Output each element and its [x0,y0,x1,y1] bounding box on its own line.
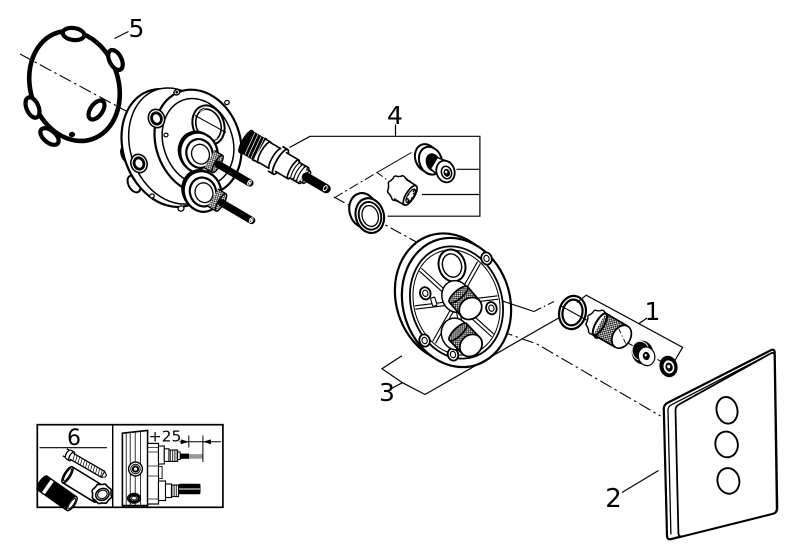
washer [659,355,678,378]
part5-seal-gasket [23,25,125,147]
callout-1-bracket [576,294,684,363]
ring-nut [348,192,386,235]
stop-cap [413,143,456,184]
part1-adapter-kit [557,294,678,378]
callout-labels: 5 4 1 3 2 6 +25 [67,14,660,514]
part2-cover-plate [662,348,779,541]
dimension-25 [179,435,221,462]
spline-adapter [386,175,418,206]
callout-2-label[interactable]: 2 [605,484,622,514]
callout-5-label[interactable]: 5 [129,14,145,43]
callout-4-label[interactable]: 4 [387,101,403,130]
plate-button-3 [716,467,741,495]
callout-leaders [114,30,684,494]
part4-thermostatic-cartridge [238,129,331,194]
axis-jog-lines [502,300,555,313]
extension-screw [62,448,108,478]
extension-spacer [36,475,78,512]
callout-6-label[interactable]: 6 [67,426,81,451]
extension-highlight-bar [189,454,203,459]
valve-body [120,87,256,225]
valve-side-view [121,429,203,507]
extension-flange [91,483,113,505]
inset-box [36,423,224,512]
callout-1-label[interactable]: 1 [645,297,661,326]
callout-3-label[interactable]: 3 [379,378,395,407]
part3-mounting-plate [393,232,513,369]
plate-button-2 [714,430,739,459]
callout-5-leader [114,30,129,40]
callout-2-leader [621,469,659,494]
seal-disc [631,340,656,367]
plate-button-1 [715,396,739,425]
dimension-label: +25 [149,427,182,445]
callout-4-bracket [289,124,481,217]
callout-3-bracket [380,312,567,396]
